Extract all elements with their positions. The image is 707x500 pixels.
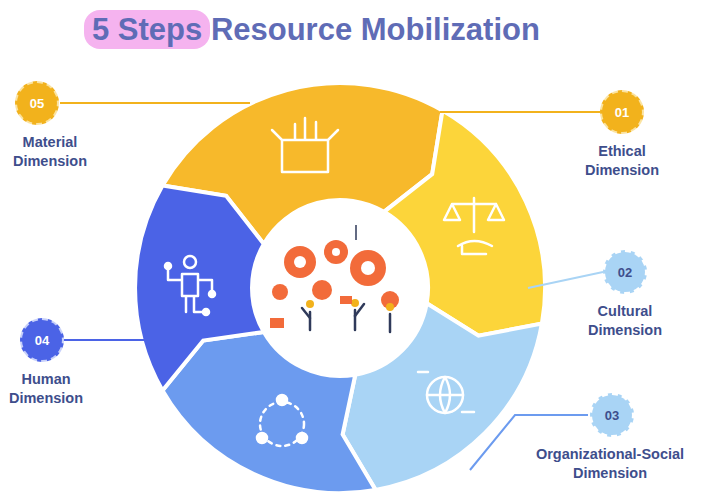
title: 5 Steps Resource Mobilization [92,12,540,48]
dimension-label: Organizational-Social Dimension [517,445,703,483]
callout: 01Ethical Dimension [576,90,668,180]
callout: 05Material Dimension [4,81,96,171]
callout: 03Organizational-Social Dimension [517,393,703,483]
callout-number: 01 [600,90,644,134]
callout: 02Cultural Dimension [579,250,671,340]
callout-number: 04 [20,318,64,362]
callout-number: 02 [603,250,647,294]
dimension-label: Material Dimension [4,133,96,171]
callout-number: 03 [590,393,634,437]
callout: 04Human Dimension [4,318,88,408]
callout-number: 05 [15,81,59,125]
dimension-label: Ethical Dimension [576,142,668,180]
dimension-label: Cultural Dimension [579,302,671,340]
dimension-label: Human Dimension [4,370,88,408]
wheel-segment [135,186,264,391]
